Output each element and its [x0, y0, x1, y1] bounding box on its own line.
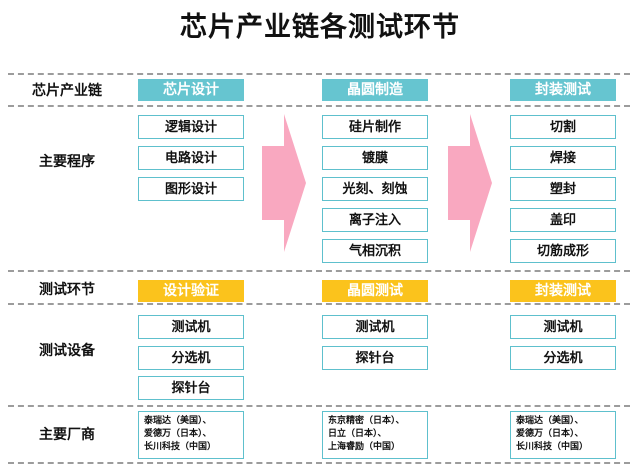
separator-bottom	[8, 462, 630, 464]
process-step-box: 电路设计	[138, 146, 244, 170]
row-label-test-stage: 测试环节	[39, 282, 95, 298]
process-step-box: 图形设计	[138, 177, 244, 201]
row-label-vendors: 主要厂商	[39, 427, 95, 443]
vendor-item: 东京精密（日本）、	[328, 416, 405, 426]
process-step-box: 硅片制作	[322, 115, 428, 139]
vendor-list-wafer-fab: 东京精密（日本）、 日立（日本）、 上海睿励（中国）	[322, 411, 428, 459]
process-step-box: 光刻、刻蚀	[322, 177, 428, 201]
process-step-box: 逻辑设计	[138, 115, 244, 139]
vendor-item: 长川科技（中国）	[516, 442, 589, 452]
process-step-box: 盖印	[510, 208, 616, 232]
process-step-box: 切割	[510, 115, 616, 139]
process-step-box: 镀膜	[322, 146, 428, 170]
row-label-equipment: 测试设备	[39, 343, 95, 359]
test-stage-wafer-test: 晶圆测试	[322, 280, 428, 302]
separator-chain	[8, 105, 630, 107]
vendor-item: 长川科技（中国）	[144, 442, 217, 452]
row-label-chain: 芯片产业链	[32, 83, 102, 99]
separator-equipment	[8, 405, 630, 407]
equipment-box: 测试机	[138, 315, 244, 339]
equipment-box: 测试机	[510, 315, 616, 339]
page-title: 芯片产业链各测试环节	[180, 12, 460, 43]
vendor-item: 爱德万（日本）、	[516, 429, 584, 439]
separator-top	[8, 73, 630, 75]
process-step-box: 气相沉积	[322, 239, 428, 263]
equipment-box: 分选机	[510, 346, 616, 370]
row-label-process: 主要程序	[39, 154, 95, 170]
process-step-box: 切筋成形	[510, 239, 616, 263]
vendor-item: 上海睿励（中国）	[328, 442, 401, 452]
vendor-item: 泰瑞达（美国）、	[516, 416, 584, 426]
separator-test	[8, 303, 630, 305]
process-step-box: 焊接	[510, 146, 616, 170]
vendor-item: 爱德万（日本）、	[144, 429, 212, 439]
equipment-box: 分选机	[138, 346, 244, 370]
test-stage-packaging-test: 封装测试	[510, 280, 616, 302]
equipment-box: 探针台	[322, 346, 428, 370]
separator-process	[8, 270, 630, 272]
vendor-list-chip-design: 泰瑞达（美国）、 爱德万（日本）、 长川科技（中国）	[138, 411, 244, 459]
vendor-list-packaging: 泰瑞达（美国）、 爱德万（日本）、 长川科技（中国）	[510, 411, 616, 459]
vendor-item: 泰瑞达（美国）、	[144, 416, 212, 426]
process-step-box: 塑封	[510, 177, 616, 201]
equipment-box: 探针台	[138, 376, 244, 400]
process-arrow-1-icon	[262, 114, 306, 252]
stage-header-wafer-fab: 晶圆制造	[322, 79, 428, 101]
stage-header-packaging: 封装测试	[510, 79, 616, 101]
vendor-item: 日立（日本）、	[328, 429, 387, 439]
stage-header-chip-design: 芯片设计	[138, 79, 244, 101]
process-step-box: 离子注入	[322, 208, 428, 232]
equipment-box: 测试机	[322, 315, 428, 339]
process-arrow-2-icon	[448, 114, 492, 252]
test-stage-design-verification: 设计验证	[138, 280, 244, 302]
